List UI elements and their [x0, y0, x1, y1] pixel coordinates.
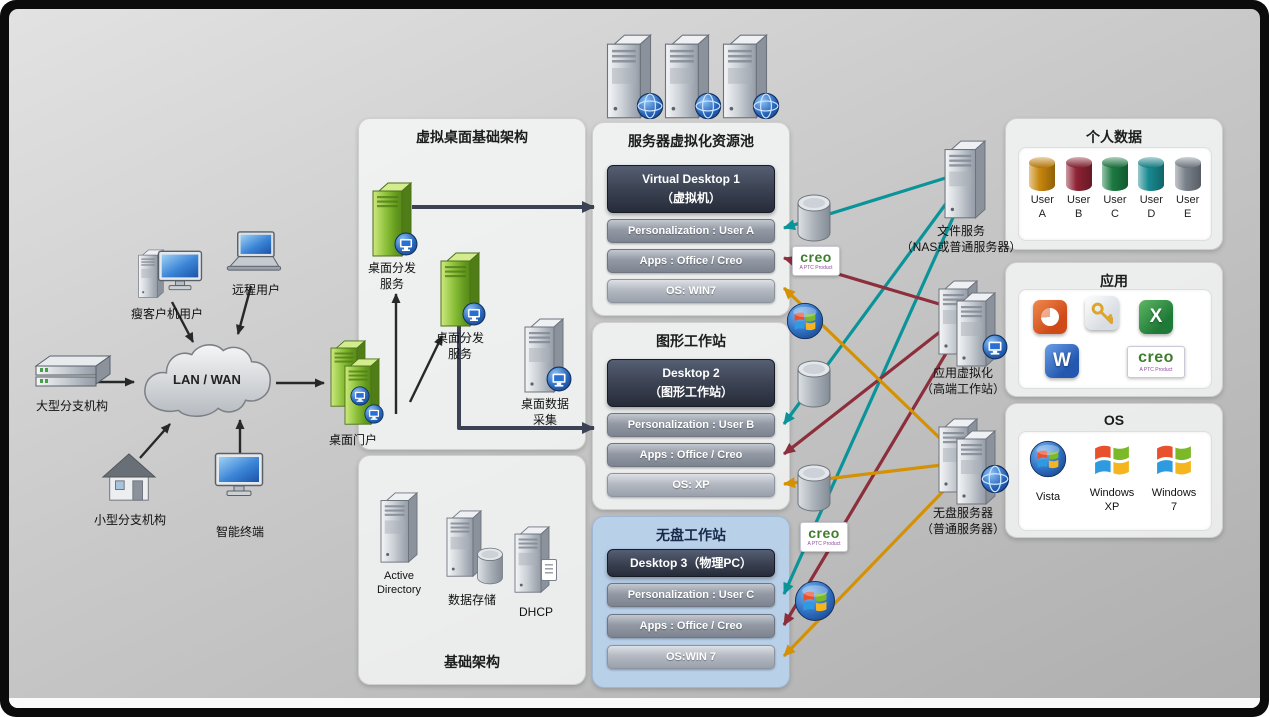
os-panel: OS Vista Windows XP Windows 7	[1005, 403, 1223, 538]
user-data-item: User D	[1138, 157, 1165, 222]
user-label: User E	[1176, 194, 1200, 220]
os-row: OS:WIN 7	[607, 645, 775, 669]
smart-terminal-icon	[213, 452, 265, 498]
diskless-panel-title: 无盘工作站	[656, 527, 726, 543]
windows-orb-icon	[794, 580, 836, 622]
database-cylinder-icon	[1065, 157, 1092, 191]
database-cylinder-icon	[1174, 157, 1201, 191]
globe-badge-icon	[694, 92, 722, 120]
monitor-badge-icon	[364, 404, 384, 424]
graphics-panel: 图形工作站 Desktop 2 （图形工作站） Personalization …	[592, 322, 790, 510]
personalization-row: Personalization : User A	[607, 219, 775, 243]
diskless-panel: 无盘工作站 Desktop 3（物理PC） Personalization : …	[592, 516, 790, 688]
switch-icon	[34, 354, 112, 394]
monitor-badge-icon	[546, 366, 572, 392]
powerpoint-icon	[1033, 300, 1067, 334]
monitor-icon	[157, 250, 203, 292]
small-branch-label: 小型分支机构	[93, 513, 166, 527]
database-cylinder-icon	[796, 194, 832, 242]
dist-service-1-label: 桌面分发 服务	[367, 261, 416, 291]
windows-xp-label: Windows XP	[1089, 487, 1135, 514]
personal-data-list: User A User B User C User D User E	[1018, 147, 1212, 241]
database-cylinder-icon	[476, 547, 504, 585]
large-branch-label: 大型分支机构	[35, 399, 108, 413]
house-icon	[100, 450, 158, 504]
dhcp-label: DHCP	[518, 605, 553, 619]
user-label: User B	[1067, 194, 1091, 220]
apps-panel: 应用 X W creo A PTC Product	[1005, 262, 1223, 397]
os-row: OS: XP	[607, 473, 775, 497]
word-icon: W	[1045, 344, 1079, 378]
vista-orb-icon	[1029, 440, 1067, 478]
personal-data-panel: 个人数据 User A User B User C User D User E	[1005, 118, 1223, 250]
graphics-panel-title: 图形工作站	[656, 333, 726, 349]
user-data-item: User B	[1065, 157, 1092, 222]
smart-terminal-label: 智能终端	[215, 525, 264, 539]
globe-badge-icon	[752, 92, 780, 120]
apps-row: Apps : Office / Creo	[607, 249, 775, 273]
globe-badge-icon	[980, 464, 1010, 494]
globe-badge-icon	[636, 92, 664, 120]
user-label: User C	[1103, 194, 1127, 220]
infra-panel-title: 基础架构	[444, 654, 500, 670]
cloud-label: LAN / WAN	[173, 372, 241, 387]
monitor-badge-icon	[982, 334, 1008, 360]
lan-wan-cloud: LAN / WAN	[136, 336, 278, 428]
windows-7-flag-icon	[1157, 444, 1191, 475]
virtual-desktop-1-box: Virtual Desktop 1 （虚拟机）	[607, 165, 775, 213]
database-cylinder-icon	[796, 360, 832, 408]
user-data-item: User C	[1101, 157, 1128, 222]
excel-icon: X	[1139, 300, 1173, 334]
os-panel-title: OS	[1103, 412, 1125, 428]
file-server-icon	[944, 140, 986, 220]
apps-panel-title: 应用	[1100, 273, 1128, 289]
user-label: User D	[1139, 194, 1163, 220]
creo-logo: creo A PTC Product	[1127, 346, 1185, 378]
key-icon	[1085, 296, 1119, 330]
diskless-server-label: 无盘服务器 （普通服务器）	[920, 506, 1005, 536]
data-storage-label: 数据存储	[447, 593, 496, 607]
desktop-2-box: Desktop 2 （图形工作站）	[607, 359, 775, 407]
dist-service-2-label: 桌面分发 服务	[435, 331, 484, 361]
user-label: User A	[1030, 194, 1054, 220]
user-data-item: User E	[1174, 157, 1201, 222]
thin-client-label: 瘦客户机用户	[130, 307, 203, 321]
database-cylinder-icon	[1101, 157, 1128, 191]
laptop-icon	[224, 231, 282, 273]
apps-list: X W creo A PTC Product	[1018, 289, 1212, 389]
apps-row: Apps : Office / Creo	[607, 443, 775, 467]
vista-label: Vista	[1035, 491, 1061, 503]
personalization-row: Personalization : User C	[607, 583, 775, 607]
database-cylinder-icon	[1138, 157, 1165, 191]
personal-data-title: 个人数据	[1086, 129, 1142, 145]
document-icon	[541, 559, 557, 581]
monitor-badge-icon	[394, 232, 418, 256]
desktop-3-box: Desktop 3（物理PC）	[607, 549, 775, 577]
personalization-row: Personalization : User B	[607, 413, 775, 437]
app-virtualization-label: 应用虚拟化 （高端工作站）	[920, 366, 1005, 396]
user-data-item: User A	[1029, 157, 1056, 222]
portal-label: 桌面门户	[328, 433, 377, 447]
remote-user-label: 远程用户	[231, 283, 280, 297]
monitor-badge-icon	[350, 386, 370, 406]
vdi-panel-title: 虚拟桌面基础架构	[416, 129, 528, 145]
windows-xp-flag-icon	[1095, 444, 1129, 475]
active-directory-label: Active Directory	[376, 570, 421, 597]
windows-orb-icon	[786, 302, 824, 340]
os-list: Vista Windows XP Windows 7	[1018, 431, 1212, 531]
data-collect-label: 桌面数据 采集	[520, 397, 569, 427]
pool-panel: 服务器虚拟化资源池 Virtual Desktop 1 （虚拟机） Person…	[592, 122, 790, 316]
apps-row: Apps : Office / Creo	[607, 614, 775, 638]
file-service-label: 文件服务 （NAS或普通服务器）	[900, 224, 1022, 254]
ad-server-icon	[380, 492, 418, 564]
monitor-badge-icon	[462, 302, 486, 326]
os-row: OS: WIN7	[607, 279, 775, 303]
database-cylinder-icon	[796, 464, 832, 512]
pool-panel-title: 服务器虚拟化资源池	[628, 133, 754, 149]
windows-7-label: Windows 7	[1151, 487, 1197, 514]
database-cylinder-icon	[1029, 157, 1056, 191]
